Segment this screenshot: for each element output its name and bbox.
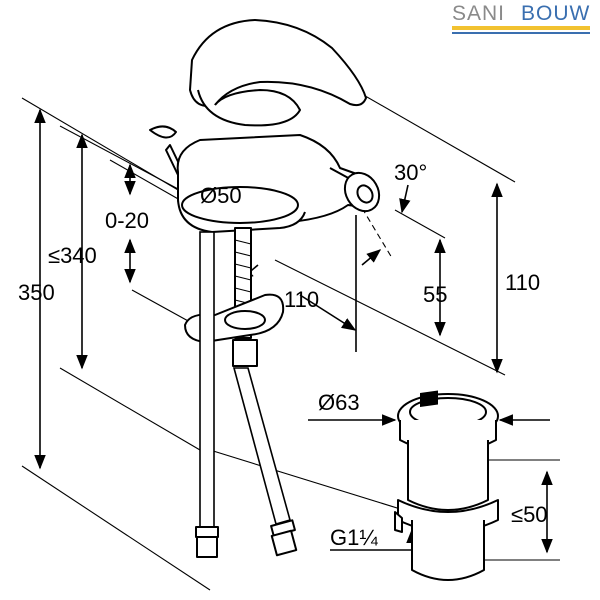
dim-waste-diameter: Ø63 xyxy=(318,390,360,415)
dim-pop-up-range: 0-20 xyxy=(105,208,149,233)
dim-total-height: 350 xyxy=(18,280,55,305)
dim-angle: 30° xyxy=(394,160,427,185)
dimension-labels: 350 ≤340 0-20 Ø50 110 110 55 30° Ø63 G1¼… xyxy=(18,160,548,550)
dim-spout-height: 110 xyxy=(505,270,540,295)
dim-reach: 110 xyxy=(284,287,319,312)
pop-up-waste xyxy=(394,390,499,581)
dim-waste-length: ≤50 xyxy=(511,502,548,527)
bidet-mixer xyxy=(149,19,381,558)
dim-base-diameter: Ø50 xyxy=(200,183,242,208)
dim-waste-thread: G1¼ xyxy=(330,525,378,550)
dim-max-height: ≤340 xyxy=(48,243,97,268)
logo-text-sani: SANI xyxy=(452,2,505,25)
dim-nozzle-height: 55 xyxy=(423,282,447,307)
logo-text-bouw: BOUW xyxy=(521,2,590,25)
sani-bouw-logo: SANI BOUW xyxy=(452,2,590,34)
